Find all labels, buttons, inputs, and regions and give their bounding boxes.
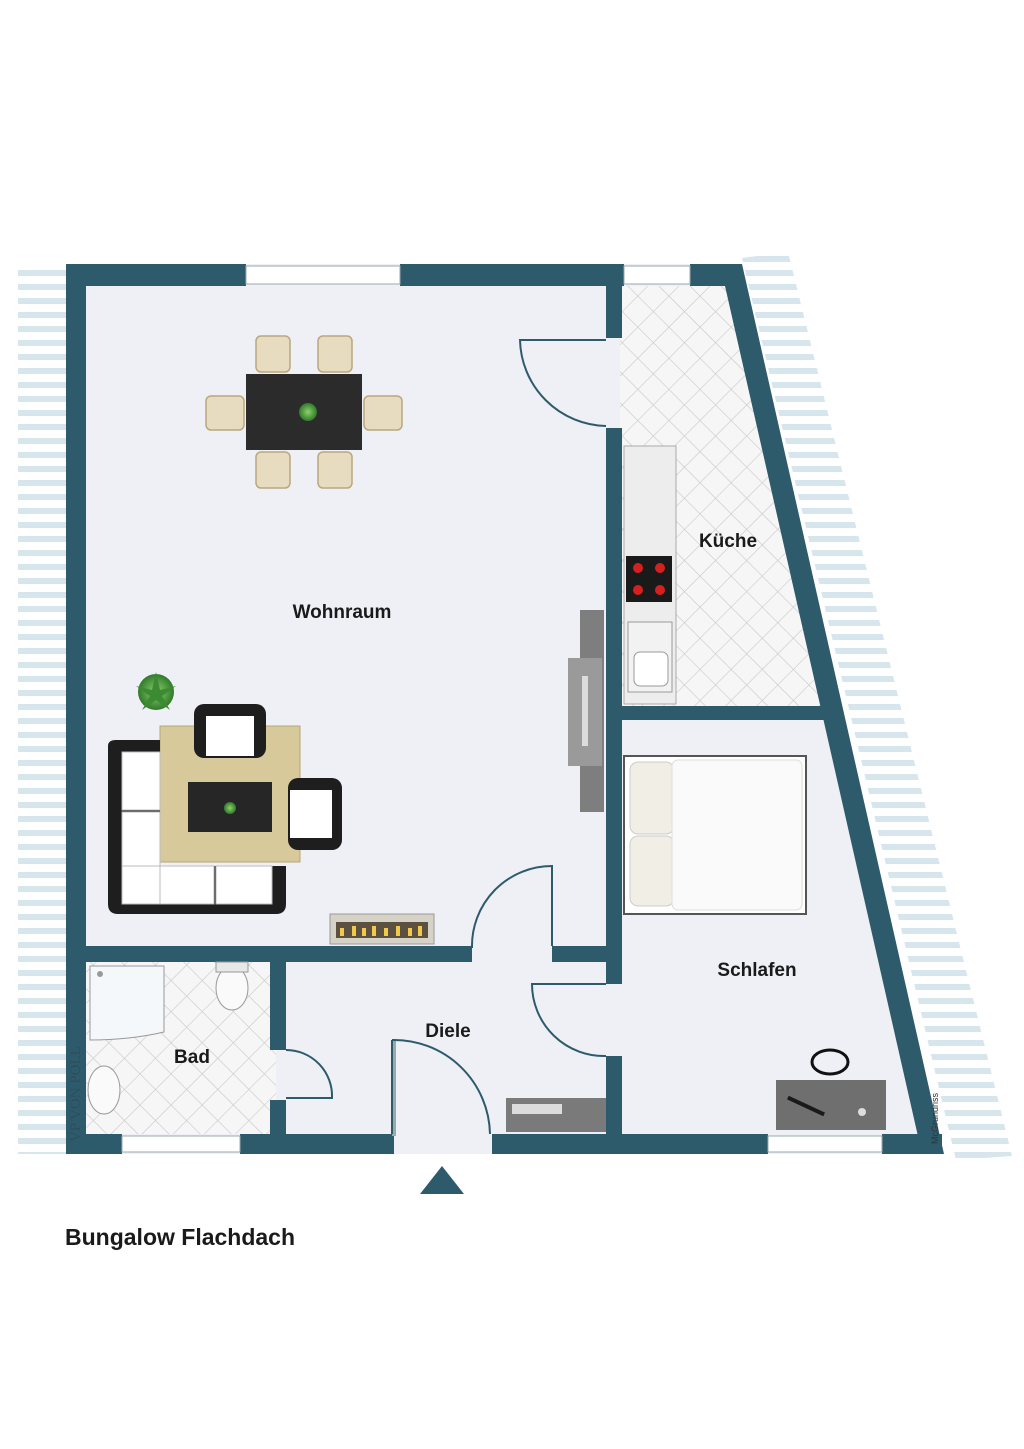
fireplace xyxy=(329,913,435,945)
windows xyxy=(121,265,883,1153)
bed xyxy=(623,755,807,915)
doors xyxy=(285,339,607,1135)
kitchen-counter xyxy=(623,445,677,705)
terrace-right xyxy=(742,252,1012,1160)
label-wohnraum: Wohnraum xyxy=(293,602,392,623)
dining-table xyxy=(205,335,403,489)
bathroom-fixtures xyxy=(87,961,249,1115)
plan-title: Bungalow Flachdach xyxy=(65,1224,296,1250)
dresser xyxy=(506,1098,606,1132)
label-bad: Bad xyxy=(174,1047,210,1068)
terrace-left xyxy=(18,262,66,1154)
label-kueche: Küche xyxy=(699,531,757,552)
desk xyxy=(776,1048,886,1130)
living-room-set xyxy=(108,704,342,914)
credit-label: McGrundriss xyxy=(930,1092,940,1144)
entrance-arrow-icon xyxy=(420,1166,464,1194)
vp-logo: VP VON POLL xyxy=(68,1046,84,1142)
label-schlafen: Schlafen xyxy=(717,960,796,981)
tv-sideboard xyxy=(568,610,604,812)
label-diele: Diele xyxy=(425,1021,470,1042)
plant-icon xyxy=(136,672,176,710)
walls xyxy=(66,264,944,1154)
